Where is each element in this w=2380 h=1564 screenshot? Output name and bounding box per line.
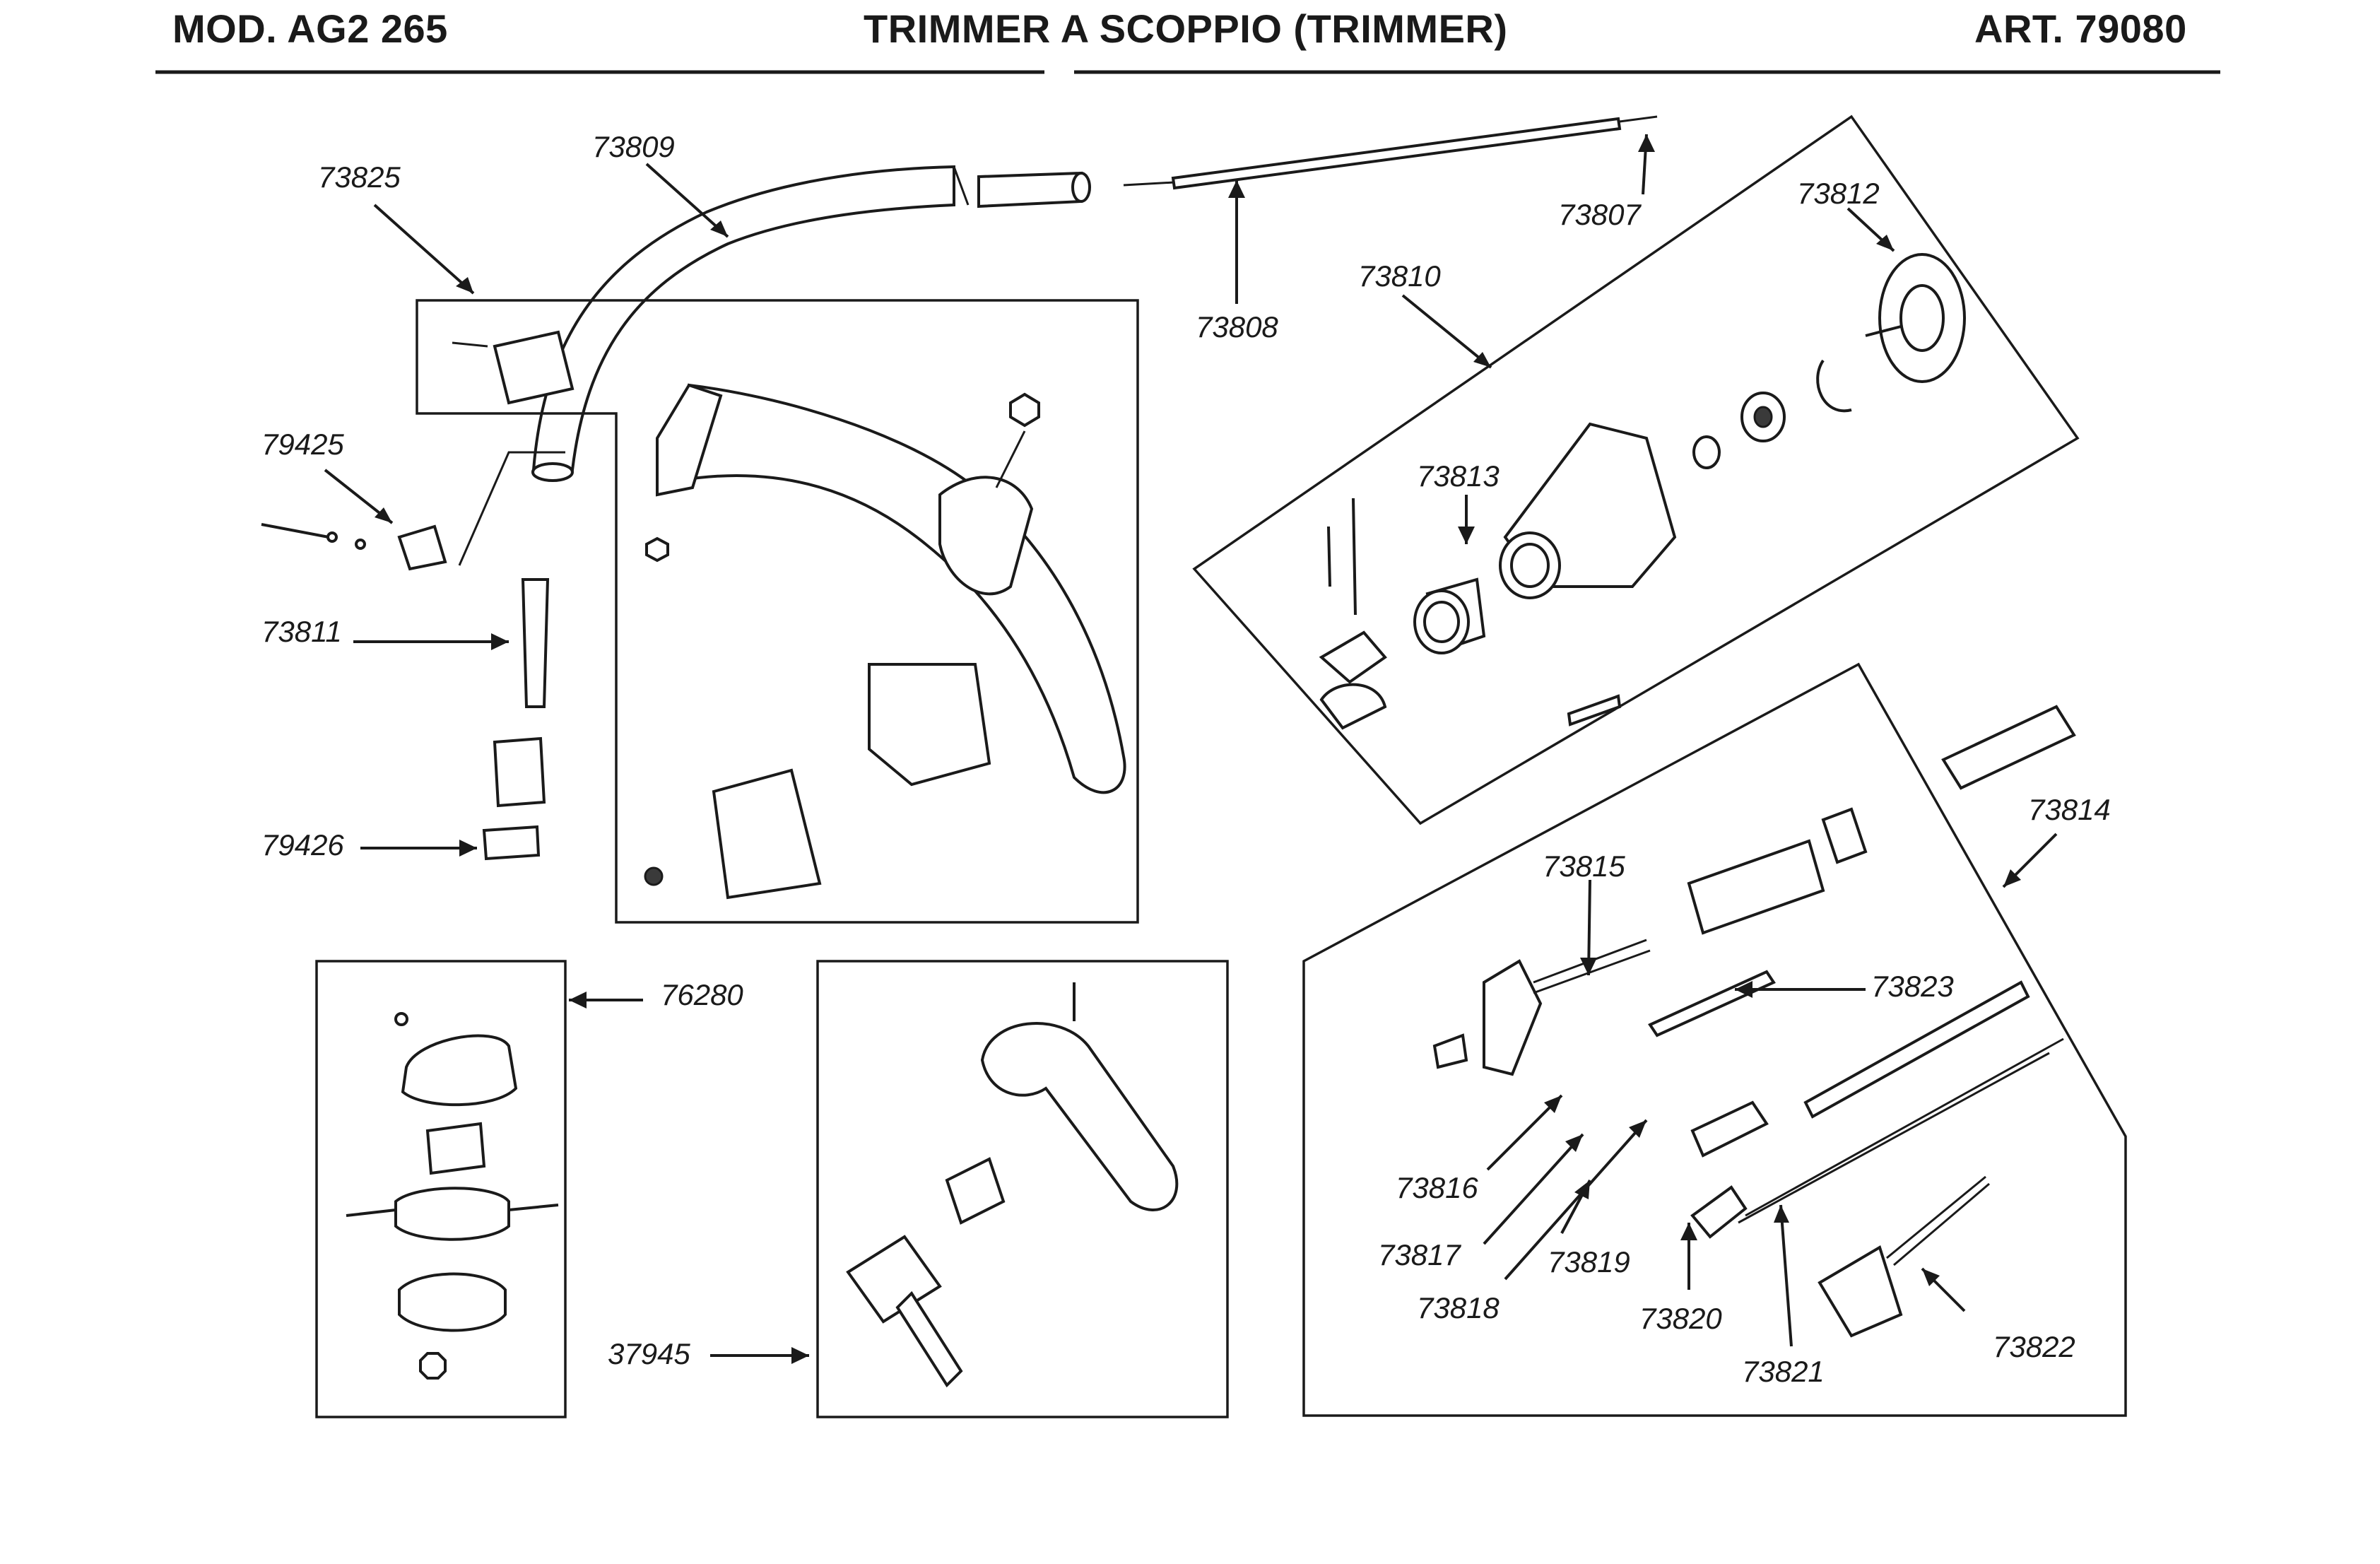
part-label: 73816	[1396, 1171, 1478, 1204]
part-label: 73809	[592, 130, 675, 163]
part-label: 73818	[1417, 1291, 1500, 1324]
model-code: MOD. AG2 265	[172, 6, 448, 51]
part-label: 79426	[261, 828, 344, 862]
part-label: 73823	[1871, 970, 1954, 1003]
arrowheads	[375, 134, 2021, 1364]
article-number: ART. 79080	[1974, 6, 2187, 51]
part-label: 73807	[1558, 198, 1642, 231]
part-label: 73808	[1196, 310, 1278, 343]
part-label: 73811	[261, 615, 342, 648]
trimmer-head-part	[346, 1012, 559, 1380]
page-title: TRIMMER A SCOPPIO (TRIMMER)	[864, 6, 1508, 51]
part-label: 76280	[661, 978, 743, 1011]
part-label: 79425	[261, 428, 344, 461]
part-labels: 73825 73809 73807 73808 73812 73810 7381…	[261, 130, 2111, 1388]
handle-assembly-box	[1302, 662, 2127, 1417]
part-label: 37945	[608, 1337, 690, 1370]
part-label: 73813	[1417, 459, 1500, 493]
part-label: 73822	[1993, 1330, 2075, 1363]
handle-part	[1432, 705, 2076, 1338]
trimmer-head-box	[315, 960, 567, 1418]
part-label: 73814	[2028, 793, 2111, 826]
loop-handle-part	[846, 982, 1179, 1388]
guard-part	[452, 330, 1126, 900]
loop-handle-box	[816, 960, 1229, 1418]
part-label: 73810	[1358, 259, 1441, 293]
part-label: 73815	[1543, 849, 1625, 883]
clamp-parts	[261, 451, 565, 861]
part-label: 73812	[1797, 177, 1880, 210]
drive-cable-part	[1123, 115, 1658, 190]
drive-tube-part	[531, 165, 1091, 482]
part-label: 73819	[1548, 1245, 1630, 1278]
part-label: 73825	[318, 160, 401, 194]
part-label: 73817	[1378, 1238, 1461, 1271]
part-label: 73821	[1742, 1355, 1825, 1388]
gearbox-assembly-box	[1192, 114, 2080, 825]
gearbox-part	[1319, 253, 1966, 730]
guard-assembly-box	[416, 299, 1139, 924]
part-label: 73820	[1639, 1302, 1722, 1335]
